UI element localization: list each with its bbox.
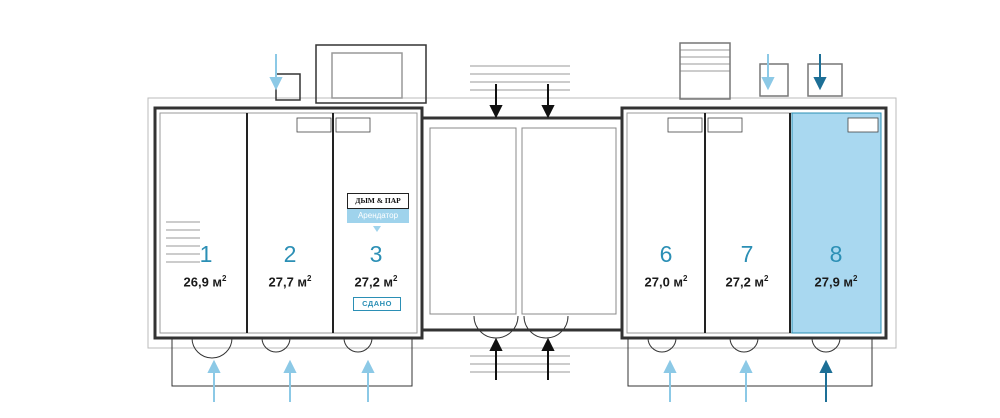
- unit-3-number: 3: [369, 241, 383, 267]
- unit-8-number: 8: [829, 241, 843, 267]
- unit-7-number: 7: [740, 241, 754, 267]
- unit-1-area: 26,9 м2: [183, 274, 227, 290]
- tenant-logo: ДЫМ & ПАР: [347, 193, 409, 209]
- unit-1-number: 1: [199, 241, 213, 267]
- unit-2-number: 2: [283, 241, 297, 267]
- tenant-pointer-icon: [373, 226, 381, 232]
- unit-6-number: 6: [659, 241, 673, 267]
- unit-3-area: 27,2 м2: [354, 274, 398, 290]
- unit-8-area: 27,9 м2: [814, 274, 858, 290]
- status-badge: СДАНО: [353, 297, 401, 311]
- tenant-badge: Арендатор: [347, 209, 409, 223]
- unit-6-area: 27,0 м2: [644, 274, 688, 290]
- unit-2-area: 27,7 м2: [268, 274, 312, 290]
- unit-8-highlight: [791, 112, 882, 334]
- unit-7-area: 27,2 м2: [725, 274, 769, 290]
